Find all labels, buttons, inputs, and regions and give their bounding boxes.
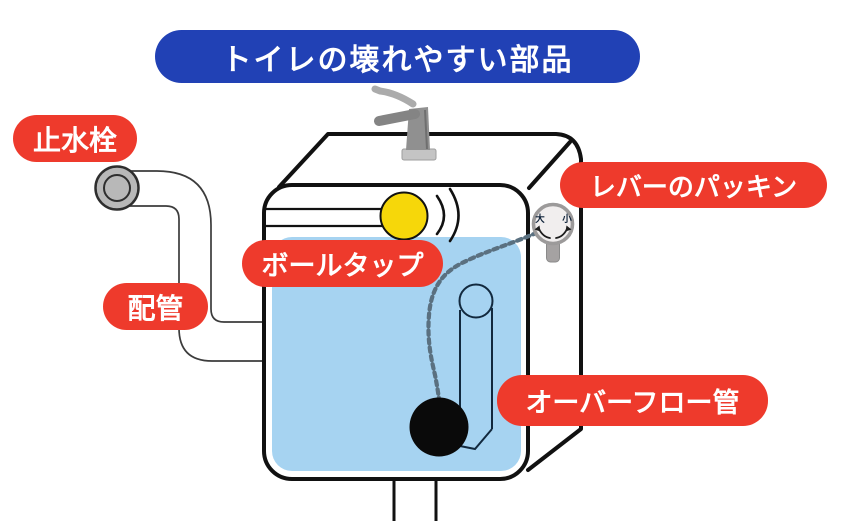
label-overflow-pipe: オーバーフロー管 — [497, 375, 768, 426]
label-piping: 配管 — [103, 283, 208, 330]
label-lever-packing: レバーのパッキン — [560, 162, 827, 208]
flush-chain — [426, 226, 548, 402]
lever-small-label: 小 — [561, 213, 572, 225]
label-stop-valve: 止水栓 — [13, 115, 137, 162]
float-arm — [266, 207, 388, 228]
stop-valve-body — [94, 165, 140, 211]
diagram-title: トイレの壊れやすい部品 — [155, 30, 640, 83]
tank-top-right-face — [277, 132, 583, 472]
tank-outlet-pipe — [392, 481, 438, 521]
faucet — [371, 85, 437, 161]
supply-pipe-inner-edge — [129, 205, 264, 362]
stop-valve — [94, 165, 140, 211]
label-ball-tap: ボールタップ — [242, 240, 443, 287]
stop-valve-cap — [103, 174, 131, 202]
lever-big-label: 大 — [535, 213, 545, 225]
vibration-arcs — [435, 187, 460, 243]
flush-lever: 大 小 — [531, 202, 575, 263]
supply-pipe-outer-edge — [130, 170, 264, 323]
float-ball — [379, 191, 429, 241]
flapper-ball — [409, 397, 469, 457]
tank-edge-diagonal — [527, 140, 572, 190]
